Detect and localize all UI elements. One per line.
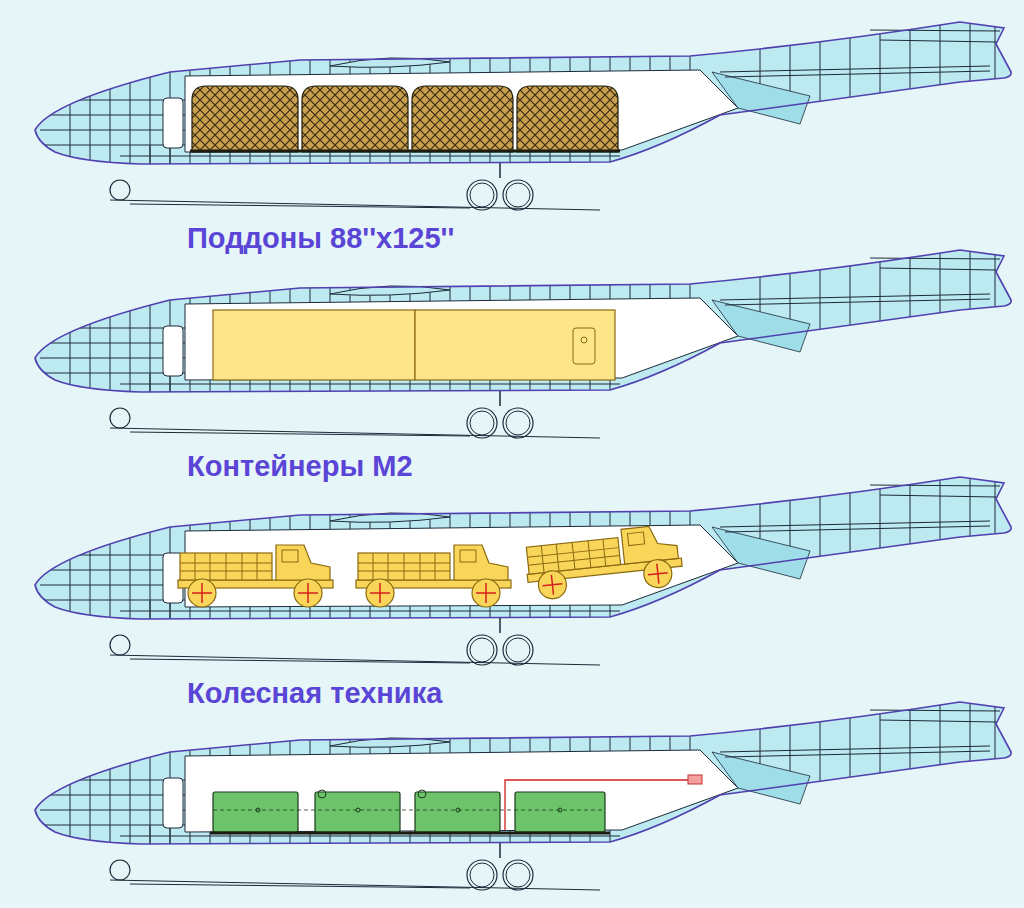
caption-label: Контейнеры М2 bbox=[187, 449, 413, 483]
caption-label: Поддоны 88''x125'' bbox=[187, 221, 454, 255]
aircraft-modules bbox=[35, 700, 1011, 890]
aircraft-pallets bbox=[35, 20, 1011, 210]
caption-label: Колесная техника bbox=[187, 676, 442, 710]
aircraft-containers bbox=[35, 248, 1011, 438]
aircraft-vehicles bbox=[35, 475, 1011, 665]
